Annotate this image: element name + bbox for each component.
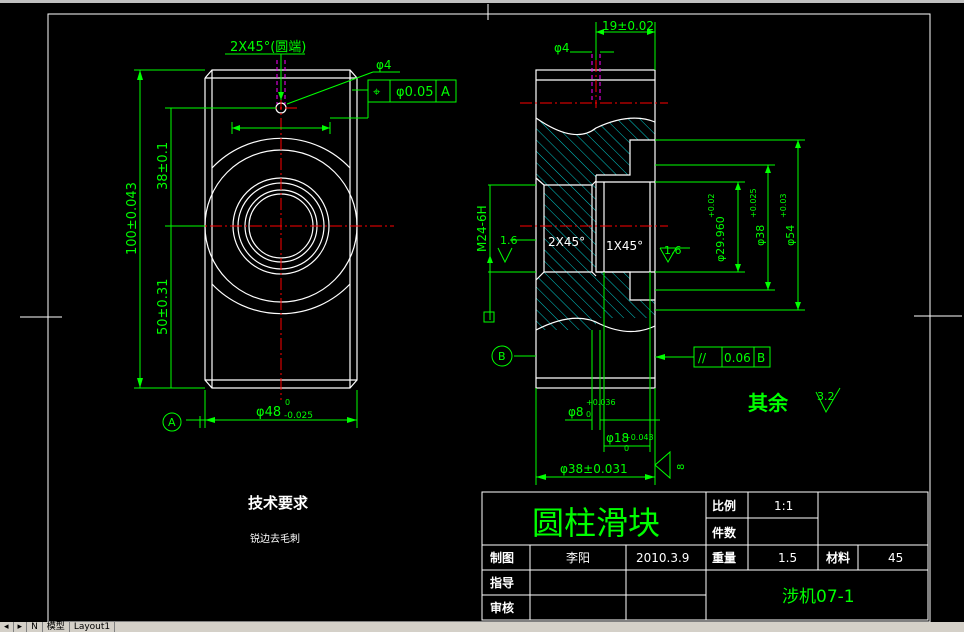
scale-value: 1:1 xyxy=(774,499,793,513)
dim-100: 100±0.043 xyxy=(125,182,140,255)
tol-frame-a-value: φ0.05 xyxy=(396,85,434,100)
tol-frame-a-datum: A xyxy=(441,85,450,100)
parallel-value: 0.06 xyxy=(724,351,751,365)
dim-50: 50±0.31 xyxy=(156,279,171,335)
tab-last-button[interactable]: N xyxy=(27,622,43,632)
tab-layout1[interactable]: Layout1 xyxy=(70,622,116,632)
side-phi4: φ4 xyxy=(554,41,570,55)
dim-38-bottom: φ38±0.031 xyxy=(560,462,628,476)
tech-title: 技术要求 xyxy=(248,494,309,512)
datum-a-label: A xyxy=(168,416,176,429)
parallel-symbol: // xyxy=(698,351,707,365)
weight-label: 重量 xyxy=(712,550,736,565)
material-label: 材料 xyxy=(825,550,850,565)
chamfer-2x45: 2X45° xyxy=(548,235,585,249)
title-block: 圆柱滑块 比例 1:1 件数 制图 李阳 2010.3.9 重量 1.5 材料 … xyxy=(481,491,929,621)
rest-roughness-label: 其余 xyxy=(748,391,789,415)
window-top-strip xyxy=(0,0,964,3)
thread-label: M24-6H xyxy=(475,205,489,252)
roughness-right: 1.6 xyxy=(664,244,682,257)
dim-18-tol: +0.043 xyxy=(624,433,654,442)
dim-29: φ29.960 xyxy=(714,216,727,262)
chamfer-note: 2X45°(圆端) xyxy=(230,40,306,55)
drawing-date: 2010.3.9 xyxy=(636,551,689,565)
dim-54-tol: +0.03 xyxy=(779,193,788,218)
chamfer-1x45: 1X45° xyxy=(606,239,643,253)
front-view: 2X45°(圆端) φ4 ⌖ φ0.05 A 100±0.043 38±0.1 … xyxy=(125,40,457,432)
dim-8: φ8 xyxy=(568,405,584,419)
section-view: φ4 19±0.02 M24-6H 1.6 1.6 φ29.960 +0.02 … xyxy=(475,19,841,485)
scale-label: 比例 xyxy=(712,498,736,513)
tech-note: 锐边去毛刺 xyxy=(250,532,300,545)
tab-model[interactable]: 模型 xyxy=(43,622,70,632)
roughness-left: 1.6 xyxy=(500,234,518,247)
parallel-datum: B xyxy=(757,351,765,365)
dim-19: 19±0.02 xyxy=(602,19,654,33)
guide-label: 指导 xyxy=(490,575,514,590)
count-label: 件数 xyxy=(712,525,737,540)
dim-8-roughness: 8 xyxy=(676,464,687,470)
part-name: 圆柱滑块 xyxy=(532,504,660,542)
dim-29-tol: +0.02 xyxy=(707,193,716,218)
class-code: 涉机07-1 xyxy=(782,587,855,607)
rest-roughness-value: 3.2 xyxy=(817,390,835,403)
dim-48-lower: -0.025 xyxy=(284,411,313,421)
dim-18: φ18 xyxy=(606,431,629,445)
tab-next-button[interactable]: ▸ xyxy=(14,622,28,632)
hole-dia-top: φ4 xyxy=(376,58,392,72)
weight-value: 1.5 xyxy=(778,551,797,565)
dim-38: 38±0.1 xyxy=(156,142,171,190)
dim-54: φ54 xyxy=(784,225,797,246)
dim-48-upper: 0 xyxy=(285,398,290,407)
dim-8-base: 0 xyxy=(586,410,591,419)
drawn-by: 李阳 xyxy=(566,550,590,565)
tech-requirements: 技术要求 锐边去毛刺 xyxy=(248,494,309,545)
dim-38-right: φ38 xyxy=(754,225,767,246)
dim-38-right-tol: +0.025 xyxy=(749,188,758,218)
tol-frame-a-symbol: ⌖ xyxy=(373,85,381,100)
tab-prev-button[interactable]: ◂ xyxy=(0,622,14,632)
datum-b-label: B xyxy=(498,350,506,363)
dim-18-base: 0 xyxy=(624,444,629,453)
dim-48-main: φ48 xyxy=(256,405,281,420)
drawn-label: 制图 xyxy=(490,550,514,565)
review-label: 审核 xyxy=(490,600,514,615)
dim-8-tol: +0.036 xyxy=(586,398,616,407)
material-value: 45 xyxy=(888,551,903,565)
